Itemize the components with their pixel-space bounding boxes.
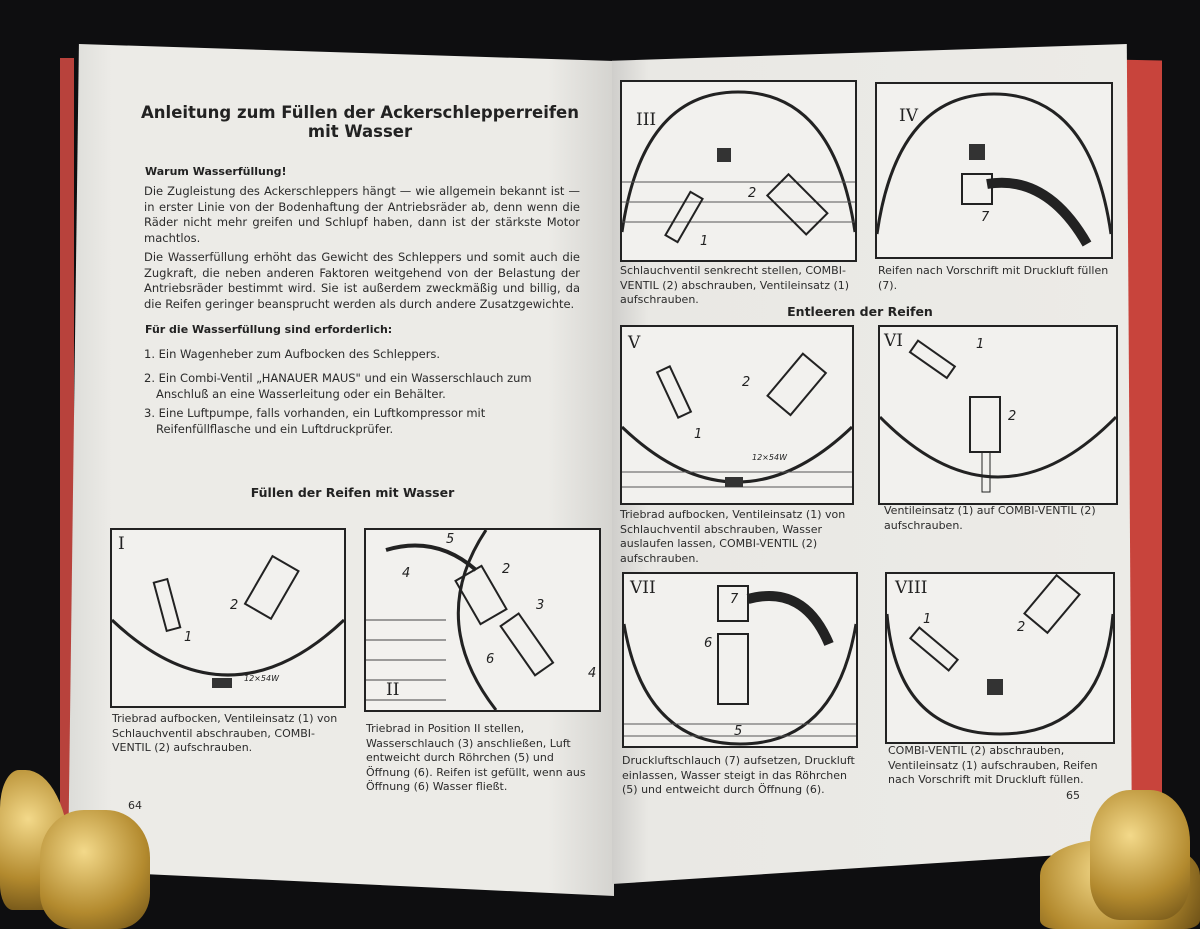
figure-VI: VI 1 2 [878,325,1118,505]
section-heading-requirements: Für die Wasserfüllung sind erforderlich: [145,323,393,336]
figure-label: 1 [976,337,985,352]
figure-II: II 5 4 2 3 6 4 [364,528,601,712]
figure-label: 2 [742,375,751,390]
figure-label: 2 [502,562,511,577]
figure-numeral: V [628,333,641,353]
figure-VII: VII 7 6 5 [622,572,858,748]
page-title-line2: mit Wasser [307,122,413,141]
paragraph-2: Die Wasserfüllung erhöht das Gewicht des… [144,250,580,311]
book-cover-edge-left [60,58,74,838]
figure-caption-I: Triebrad aufbocken, Ventileinsatz (1) vo… [112,712,338,754]
tire-water-filling-illustration [366,530,555,710]
figure-numeral: II [386,680,400,700]
figure-numeral: IV [899,106,918,126]
section-heading-filling: Füllen der Reifen mit Wasser [250,485,455,500]
figure-III: III 2 1 [620,80,857,262]
figure-caption-V: Triebrad aufbocken, Ventileinsatz (1) vo… [620,508,846,565]
page-64 [68,44,614,896]
tire-air-filling-illustration [877,92,1111,247]
brass-hand-left [40,810,150,929]
figure-numeral: VII [630,578,656,598]
figure-I: I 1 2 12×54W [110,528,346,708]
figure-label: 2 [1008,409,1017,424]
figure-caption-VII: Druckluftschlauch (7) aufsetzen, Drucklu… [622,754,855,796]
figure-label: 6 [704,636,713,651]
tire-draining-illustration [622,352,852,488]
figure-caption-VIII: COMBI-VENTIL (2) abschrauben, Ventileins… [888,744,1098,786]
figure-V: V 2 1 12×54W [620,325,854,505]
figure-label: 7 [981,210,990,225]
figure-caption-VI: Ventileinsatz (1) auf COMBI-VENTIL (2) a… [884,504,1096,532]
figure-label: 1 [184,630,193,645]
figure-label: 7 [730,592,739,607]
figure-label: 5 [734,724,743,739]
figure-caption-III: Schlauchventil senkrecht stellen, COMBI-… [620,264,850,306]
figure-numeral: I [118,534,125,554]
figure-caption-II: Triebrad in Position II stellen, Wassers… [366,722,586,793]
figure-VIII: VIII 1 2 [885,572,1115,744]
figure-label: 1 [700,234,709,249]
figure-numeral: VI [884,331,903,351]
section-heading-draining: Entleeren der Reifen [787,304,933,319]
figure-label: 6 [486,652,495,667]
page-title-line1: Anleitung zum Füllen der Ackerschlepperr… [141,103,579,122]
tire-valve-illustration [622,90,855,244]
figure-label: 4 [402,566,411,581]
figure-label: 4 [588,666,597,681]
section-heading-why: Warum Wasserfüllung! [145,165,287,178]
figure-label: 1 [923,612,932,627]
figure-label: 5 [446,532,455,547]
figure-label: 2 [230,598,239,613]
requirement-item-3: 3. Eine Luftpumpe, falls vorhanden, ein … [144,406,486,436]
page-number-65: 65 [1066,789,1080,802]
figure-caption-IV: Reifen nach Vorschrift mit Druckluft fül… [878,264,1109,292]
figure-numeral: VIII [895,578,928,598]
requirement-item-1: 1. Ein Wagenheber zum Aufbocken des Schl… [144,347,441,361]
figure-IV: IV 7 [875,82,1113,259]
figure-label: 1 [694,427,703,442]
figure-numeral: III [636,110,657,130]
paragraph-1: Die Zugleistung des Ackerschleppers häng… [144,184,580,245]
requirement-item-2: 2. Ein Combi-Ventil „HANAUER MAUS" und e… [144,371,532,401]
page-number-64: 64 [128,799,142,812]
tire-valve-illustration [880,339,1116,493]
tire-valve-illustration [887,574,1113,736]
figure-label: 12×54W [752,453,787,462]
figure-label: 2 [1017,620,1026,635]
figure-label: 12×54W [244,674,279,683]
tire-valve-illustration [112,554,344,688]
figure-label: 2 [748,186,757,201]
brass-hand-right [1090,790,1190,920]
tire-pressure-draining-illustration [624,585,856,746]
figure-label: 3 [536,598,545,613]
